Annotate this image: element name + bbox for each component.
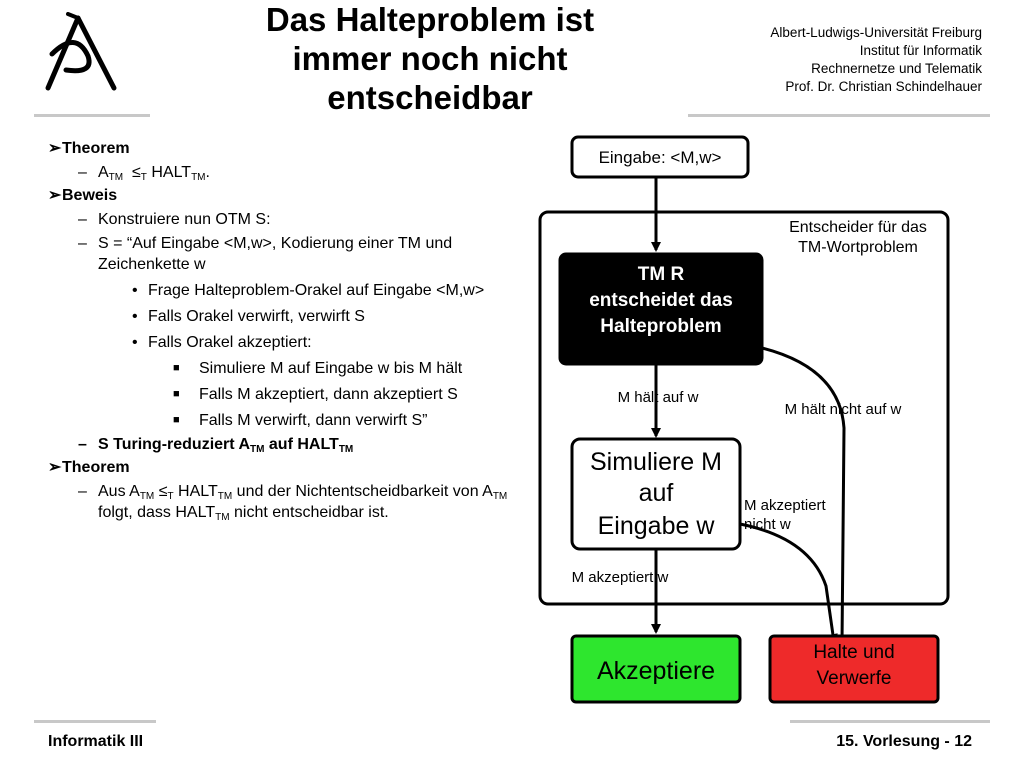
- proof-heading: ➢ Beweis: [48, 187, 118, 204]
- decider-label: TM-Wortproblem: [798, 239, 918, 256]
- reject-label: Verwerfe: [817, 668, 892, 689]
- simulate-label: Simuliere M: [590, 448, 722, 476]
- input-box: [570, 135, 750, 179]
- arrow-bullet-icon: ➢: [48, 187, 62, 204]
- professor-name: Prof. Dr. Christian Schindelhauer: [785, 79, 982, 94]
- dot-bullet-icon: •: [132, 282, 138, 299]
- accept-label: Akzeptiere: [597, 657, 715, 685]
- reduction-diagram: Entscheider für das TM-Wortproblem Einga…: [538, 135, 950, 704]
- university-name: Albert-Ludwigs-Universität Freiburg: [770, 25, 982, 40]
- simulate-label: auf: [639, 479, 674, 507]
- tmr-label: entscheidet das: [589, 290, 733, 311]
- rejects-label: nicht w: [744, 516, 791, 533]
- arrow-bullet-icon: ➢: [48, 459, 62, 476]
- title-line: entscheidbar: [327, 79, 533, 116]
- institute-name: Institut für Informatik: [859, 43, 982, 58]
- footer-rule-left: [34, 720, 156, 723]
- dash-marker: –: [78, 235, 87, 252]
- proof-subsubitem: ■ Simuliere M auf Eingabe w bis M hält: [173, 360, 463, 377]
- theorem-heading: ➢ Theorem: [48, 140, 130, 157]
- input-label: Eingabe: <M,w>: [599, 148, 722, 167]
- theorem-heading: ➢ Theorem: [48, 459, 130, 476]
- proof-subitem: • Frage Halteproblem-Orakel auf Eingabe …: [132, 282, 485, 299]
- proof-item: – Konstruiere nun OTM S:: [78, 211, 271, 228]
- tmr-label: TM R: [638, 264, 685, 285]
- dash-marker: –: [78, 436, 87, 453]
- proof-subsubitem: ■ Falls M verwirft, dann verwirft S”: [173, 412, 428, 429]
- decider-label: Entscheider für das: [789, 219, 927, 236]
- theorem-statement: – ATM ≤T HALTTM.: [78, 164, 210, 183]
- square-bullet-icon: ■: [173, 388, 180, 400]
- department-name: Rechnernetze und Telematik: [811, 61, 982, 76]
- institute-info: Albert-Ludwigs-Universität Freiburg Inst…: [770, 24, 982, 96]
- not-halts-label: M hält nicht auf w: [785, 401, 902, 418]
- dot-bullet-icon: •: [132, 334, 138, 351]
- accept-box: [570, 634, 742, 704]
- tmr-label: Halteproblem: [600, 316, 721, 337]
- slide-content: ➢ Theorem – ATM ≤T HALTTM. ➢ Beweis – Ko…: [48, 136, 528, 523]
- accepts-label: M akzeptiert w: [572, 569, 669, 586]
- halts-label: M hält auf w: [618, 389, 699, 406]
- reject-box: [768, 634, 940, 704]
- theorem-statement: – Aus ATM ≤T HALTTM und der Nichtentsche…: [78, 483, 508, 523]
- proof-conclusion: – S Turing-reduziert ATM auf HALTTM: [78, 436, 354, 455]
- reject-label: Halte und: [813, 642, 894, 663]
- proof-subitem: • Falls Orakel akzeptiert:: [132, 334, 312, 351]
- dash-marker: –: [78, 211, 87, 228]
- square-bullet-icon: ■: [173, 414, 180, 426]
- title-line: Das Halteproblem ist: [265, 1, 595, 38]
- dot-bullet-icon: •: [132, 308, 138, 325]
- title-line: immer noch nicht: [292, 40, 568, 77]
- dash-marker: –: [78, 164, 87, 181]
- arrow-bullet-icon: ➢: [48, 140, 62, 157]
- university-logo-icon: [45, 12, 117, 91]
- proof-subitem: • Falls Orakel verwirft, verwirft S: [132, 308, 365, 325]
- header-rule-right: [688, 114, 990, 117]
- course-name: Informatik III: [48, 733, 144, 750]
- arrow-tmr-to-reject: [761, 346, 848, 646]
- header-rule-left: [34, 114, 150, 117]
- footer-rule-right: [790, 720, 990, 723]
- simulate-label: Eingabe w: [598, 512, 716, 540]
- dash-marker: –: [78, 483, 87, 500]
- proof-subsubitem: ■ Falls M akzeptiert, dann akzeptiert S: [173, 386, 458, 403]
- slide-title: Das Halteproblem ist immer noch nicht en…: [220, 0, 640, 117]
- square-bullet-icon: ■: [173, 362, 180, 374]
- rejects-label: M akzeptiert: [744, 497, 827, 514]
- lecture-page-number: 15. Vorlesung - 12: [836, 733, 972, 750]
- tmr-box: [558, 252, 764, 366]
- arrow-simulate-to-reject: [739, 522, 838, 644]
- proof-item: – S = “Auf Eingabe <M,w>, Kodierung eine…: [78, 235, 453, 273]
